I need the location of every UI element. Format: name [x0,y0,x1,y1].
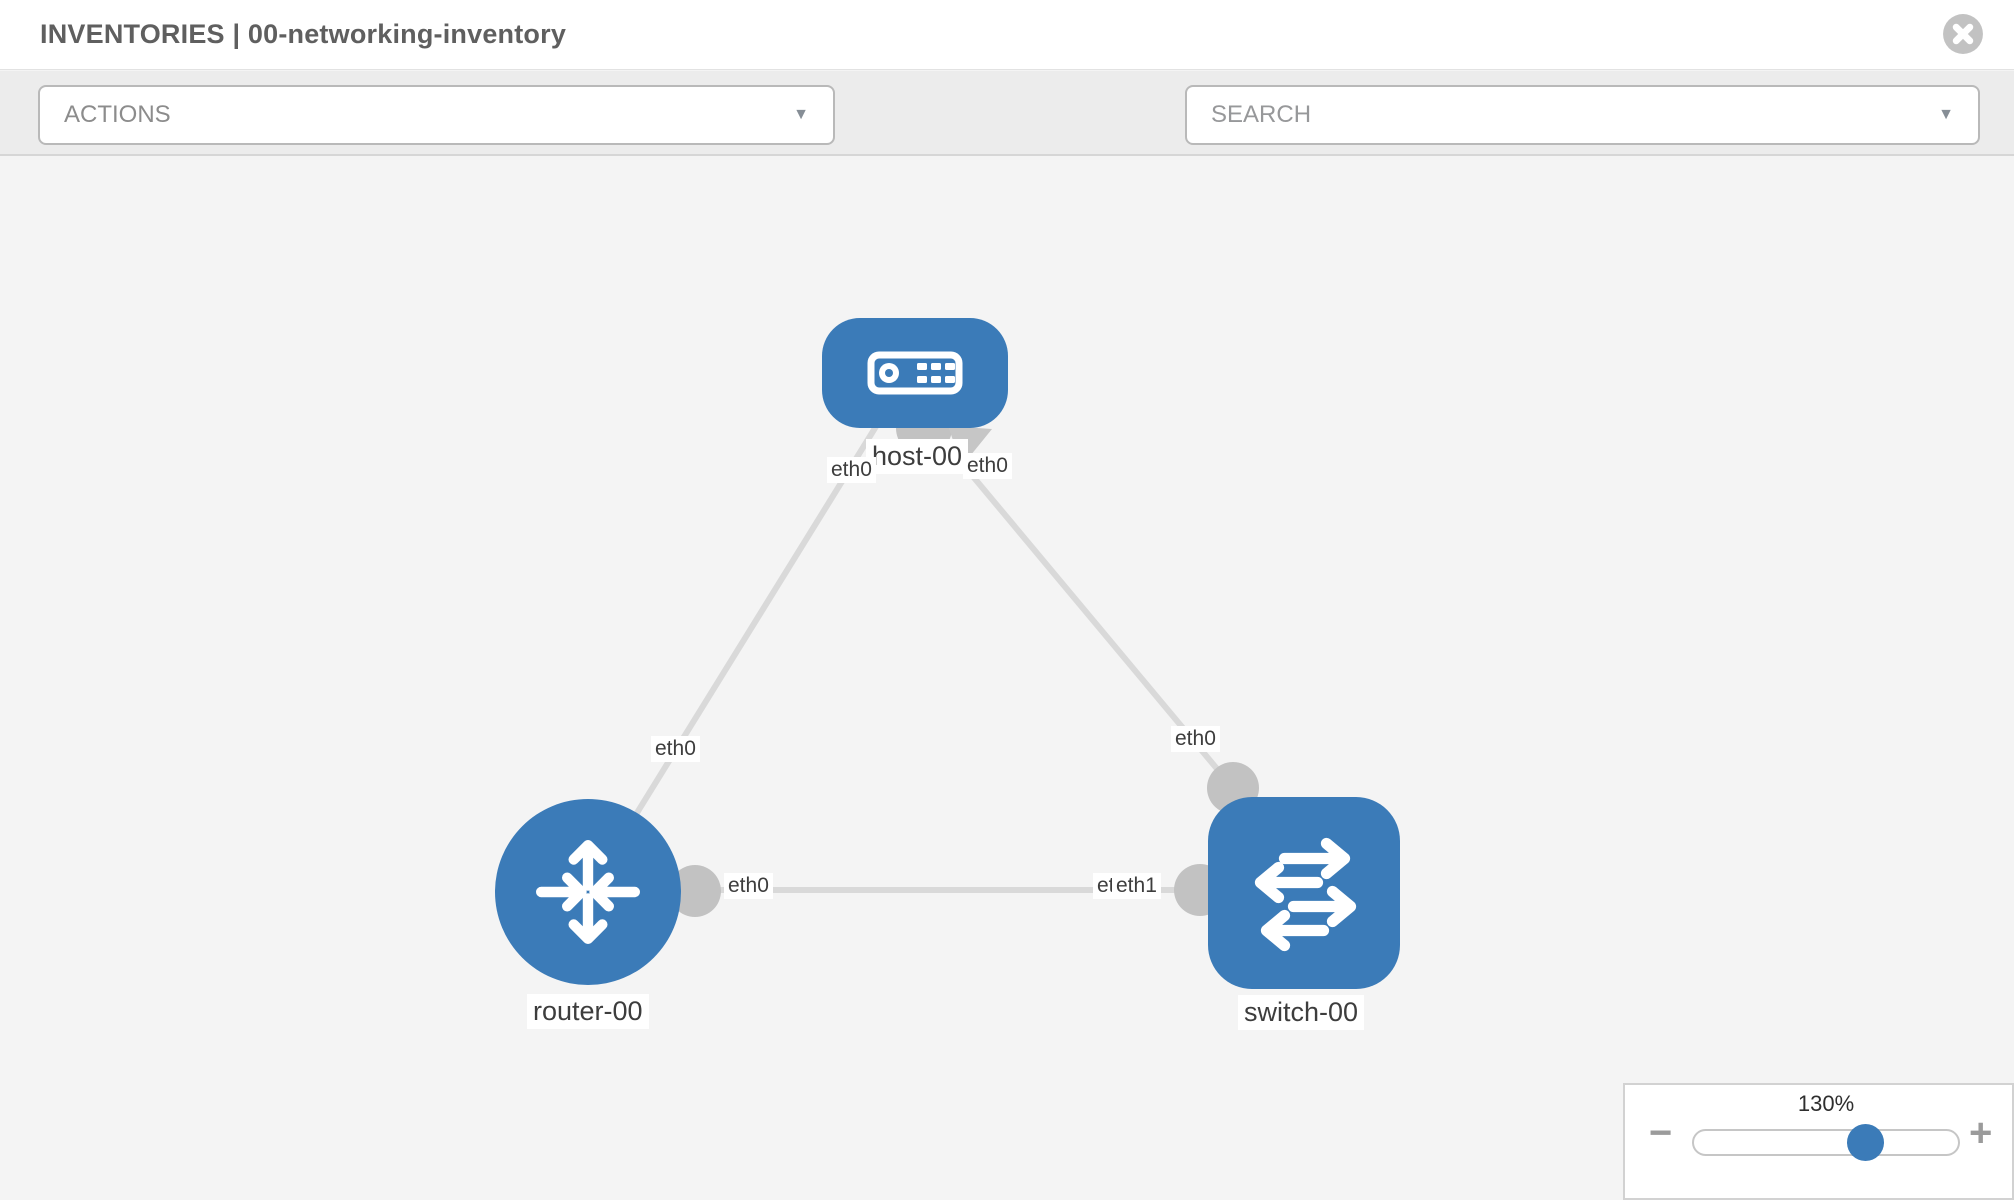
chevron-down-icon: ▼ [793,106,809,123]
zoom-out-button[interactable]: − [1649,1111,1673,1155]
iface-label-host-right: eth0 [963,453,1012,480]
topology-canvas[interactable]: host-00 router-00 switch-00 eth0 eth0 et… [0,158,2014,1200]
zoom-control-panel: 130% − + [1623,1083,2014,1200]
search-dropdown[interactable]: SEARCH ▼ [1185,85,1980,145]
zoom-percentage: 130% [1797,1091,1855,1116]
router-icon [536,840,640,944]
interface-dot-router[interactable] [669,865,721,917]
page-title: INVENTORIES | 00-networking-inventory [40,19,567,49]
node-switch-00[interactable] [1208,797,1400,989]
node-label-host: host-00 [866,439,969,475]
host-icon [867,351,963,395]
close-icon [1943,14,1983,54]
iface-label-router-right: eth0 [724,873,773,900]
chevron-down-icon: ▼ [1938,106,1954,123]
iface-label-switch-eth1: eth1 [1112,873,1161,900]
links-layer [585,400,1259,917]
node-label-router: router-00 [527,994,649,1030]
zoom-slider-handle[interactable] [1847,1124,1884,1161]
node-label-switch: switch-00 [1238,995,1365,1031]
switch-icon [1254,837,1357,952]
header-bar: INVENTORIES | 00-networking-inventory [0,0,2014,70]
toolbar: ACTIONS ▼ SEARCH ▼ [0,71,2014,203]
node-router-00[interactable] [495,799,681,985]
search-placeholder: SEARCH [1211,101,1312,128]
close-button[interactable] [1942,13,1984,55]
iface-label-router-uplink: eth0 [651,736,700,763]
zoom-in-button[interactable]: + [1969,1111,1993,1155]
iface-label-host-left: eth0 [827,457,876,484]
zoom-slider-track[interactable] [1692,1129,1960,1156]
actions-dropdown[interactable]: ACTIONS ▼ [38,85,835,145]
iface-label-switch-top: eth0 [1171,726,1220,753]
node-host-00[interactable] [822,318,1008,428]
actions-dropdown-label: ACTIONS [64,101,171,128]
